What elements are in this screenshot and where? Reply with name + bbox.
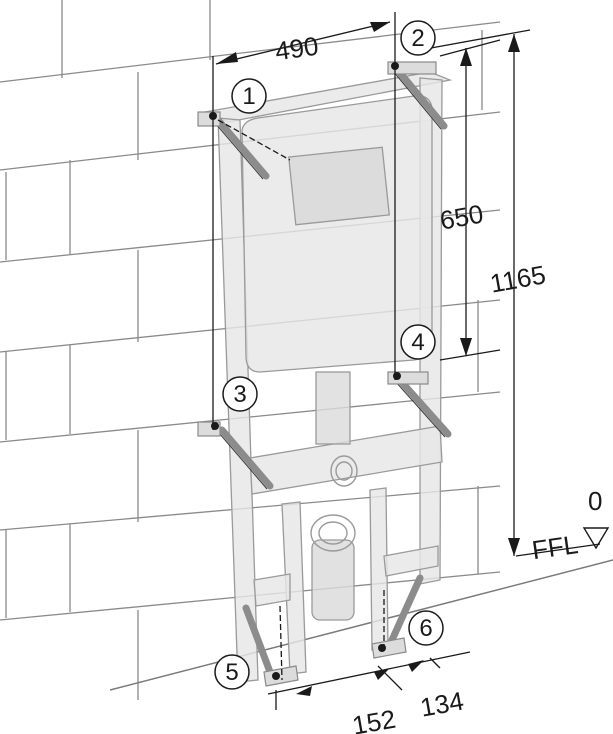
floor-level-label: FFL [530, 529, 580, 565]
marker-6-label: 6 [419, 615, 432, 642]
marker-1-label: 1 [242, 83, 255, 110]
dimension-lines [212, 12, 601, 710]
dimension-height-upper: 650 [438, 199, 486, 236]
floor-line [109, 559, 613, 691]
marker-1: 1 [231, 78, 267, 114]
dimension-foot-right: 134 [418, 686, 466, 723]
marker-4-label: 4 [411, 329, 424, 356]
dimension-foot-left: 152 [350, 704, 398, 734]
marker-4: 4 [400, 324, 436, 360]
dimension-arrows [216, 22, 520, 696]
pipe-openings [310, 455, 358, 552]
fixing-points [209, 62, 401, 680]
dimension-width-top: 490 [273, 31, 320, 67]
marker-3: 3 [222, 376, 258, 412]
fixing-rods [214, 64, 452, 676]
marker-3-label: 3 [233, 381, 246, 408]
ffl-level-icon [582, 527, 610, 550]
dimension-height-total: 1165 [488, 259, 548, 298]
marker-6: 6 [408, 610, 444, 646]
dimension-floor-zero: 0 [588, 486, 602, 516]
marker-5-label: 5 [225, 659, 238, 686]
marker-5: 5 [214, 654, 250, 690]
rod-outlines [214, 70, 446, 490]
marker-2-label: 2 [411, 25, 424, 52]
marker-2: 2 [400, 20, 436, 56]
